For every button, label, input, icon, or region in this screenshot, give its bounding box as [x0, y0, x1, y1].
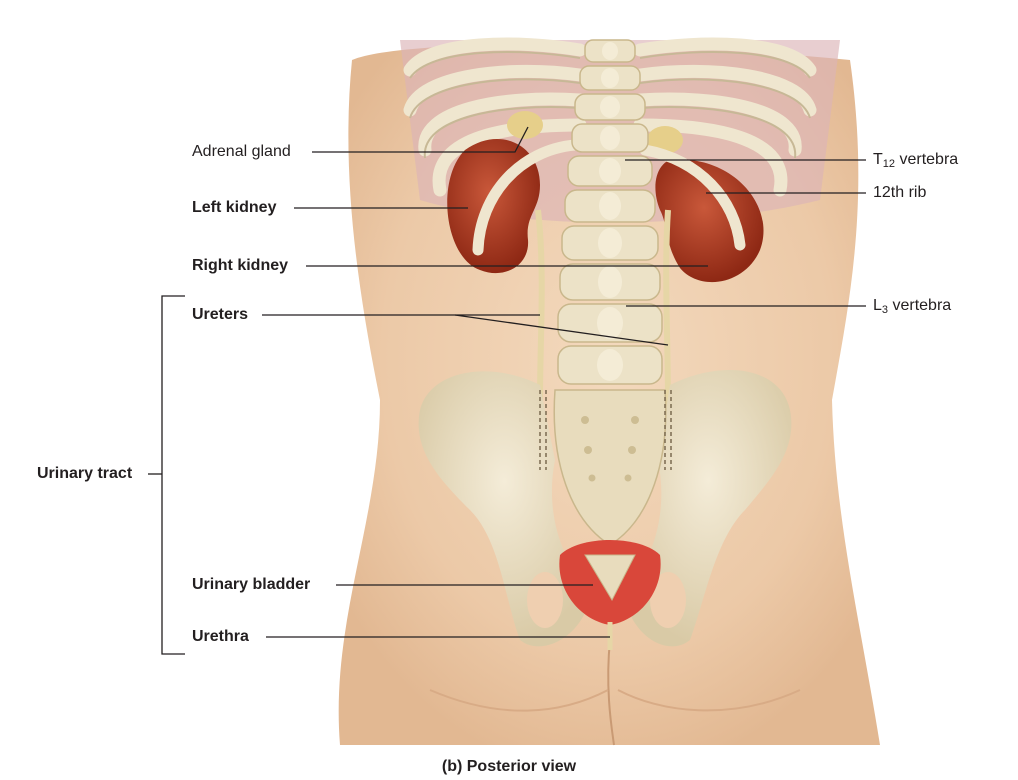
- l3-subscript: 3: [881, 304, 889, 316]
- ribs: [403, 37, 817, 197]
- label-12th-rib: 12th rib: [873, 184, 927, 201]
- obturator-right: [650, 572, 686, 628]
- t12-letter: T: [873, 151, 883, 168]
- rib-12-left: [472, 139, 581, 256]
- t12-text: vertebra: [895, 151, 959, 168]
- buttock-right: [617, 689, 801, 712]
- buttock-left: [429, 689, 609, 712]
- label-urinary-tract: Urinary tract: [37, 465, 133, 482]
- label-adrenal-gland: Adrenal gland: [192, 143, 291, 160]
- coccyx: [584, 554, 636, 602]
- label-left-kidney: Left kidney: [192, 199, 277, 216]
- l3-letter: L: [873, 297, 882, 314]
- leader-adrenal: [312, 126, 529, 153]
- sacral-foramina: [581, 416, 639, 482]
- figure-caption: (b) Posterior view: [441, 758, 577, 775]
- rib-shadows: [409, 51, 811, 159]
- leader-lines: [148, 126, 866, 655]
- label-t12-vertebra: T12 vertebra: [873, 151, 958, 173]
- t12-subscript: 12: [882, 158, 896, 170]
- right-kidney: [655, 158, 764, 283]
- label-l3-vertebra: L3 vertebra: [873, 297, 951, 319]
- spinous-processes: [597, 42, 623, 381]
- adrenal-left: [507, 111, 543, 139]
- rib-12-right: [639, 144, 746, 251]
- buttock-crease: [607, 639, 615, 746]
- label-urinary-bladder: Urinary bladder: [192, 576, 311, 593]
- label-right-kidney: Right kidney: [192, 257, 289, 274]
- leader-ureters-2: [454, 314, 669, 346]
- label-urethra: Urethra: [192, 628, 249, 645]
- label-ureters: Ureters: [192, 306, 249, 323]
- obturator-left: [527, 572, 563, 628]
- l3-text: vertebra: [888, 297, 952, 314]
- urinary-tract-bracket: [161, 295, 185, 655]
